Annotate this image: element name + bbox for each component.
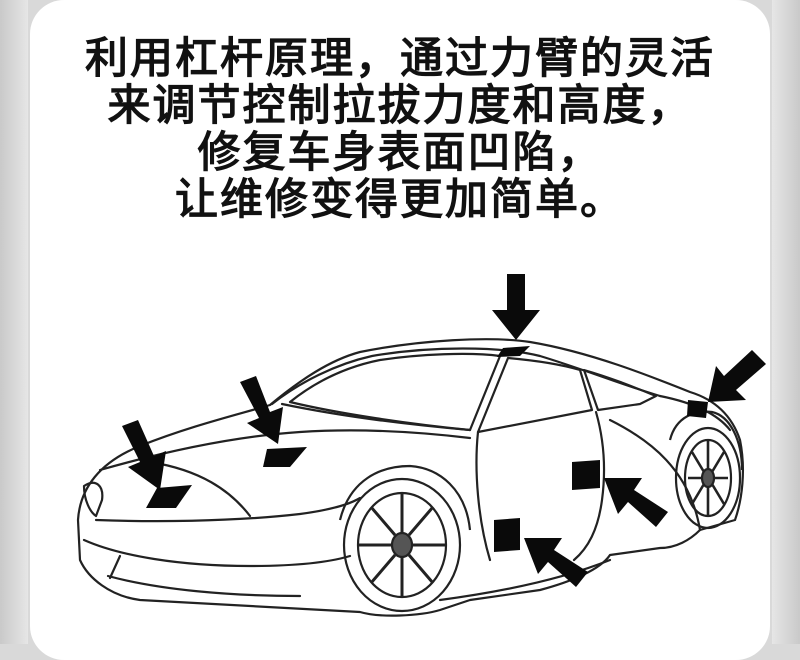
arrow-icon bbox=[604, 478, 668, 527]
dent-markers bbox=[146, 346, 708, 552]
dent-pad-marker bbox=[263, 447, 307, 467]
rear-wheel bbox=[668, 410, 744, 530]
headline-line-4: 让维修变得更加简单。 bbox=[175, 175, 625, 225]
arrow-icon bbox=[492, 274, 540, 340]
car-outline bbox=[76, 338, 744, 617]
headline: 利用杠杆原理，通过力臂的灵活 来调节控制拉拔力度和高度， 修复车身表面凹陷， 让… bbox=[30, 36, 770, 224]
headline-line-1: 利用杠杆原理，通过力臂的灵活 bbox=[85, 34, 715, 84]
car-illustration bbox=[76, 274, 766, 617]
front-wheel bbox=[338, 464, 472, 613]
arrow-icon bbox=[122, 420, 166, 490]
dent-pad-marker bbox=[687, 400, 708, 418]
arrow-icon bbox=[708, 350, 766, 402]
dent-pad-marker bbox=[494, 518, 520, 552]
left-frame bbox=[0, 0, 28, 644]
dent-pad-marker bbox=[497, 346, 530, 357]
dent-pad-marker bbox=[572, 460, 600, 490]
arrows bbox=[122, 274, 766, 587]
headline-line-2: 来调节控制拉拔力度和高度， bbox=[107, 81, 693, 131]
dent-pad-marker bbox=[146, 485, 192, 508]
right-frame bbox=[772, 0, 800, 644]
arrow-icon bbox=[240, 376, 283, 444]
arrow-icon bbox=[524, 538, 588, 587]
headline-line-3: 修复车身表面凹陷， bbox=[197, 128, 603, 178]
